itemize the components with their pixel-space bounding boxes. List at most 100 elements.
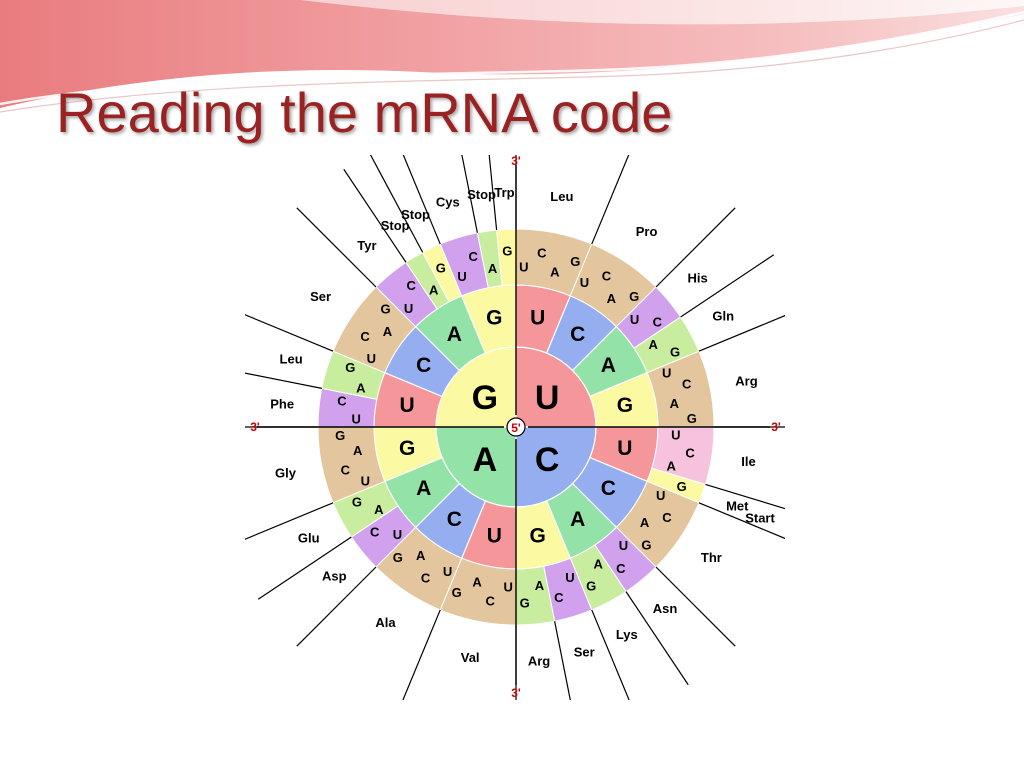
amino-acid-divider	[245, 314, 334, 352]
third-base-letter: C	[341, 462, 351, 477]
third-base-letter: C	[602, 269, 612, 284]
center-marker	[506, 417, 526, 437]
amino-acid-label: Stop	[467, 187, 496, 202]
third-base-letter: G	[345, 360, 355, 375]
third-base-letter: C	[616, 561, 626, 576]
amino-acid-label: Thr	[701, 550, 722, 565]
amino-acid-divider	[698, 502, 785, 540]
amino-acid-label: Lys	[616, 627, 638, 642]
third-base-letter: A	[472, 575, 482, 590]
amino-acid-label: Pro	[636, 224, 658, 239]
amino-acid-label: Met	[726, 499, 749, 514]
amino-acid-label: Trp	[494, 185, 514, 200]
amino-acid-divider	[245, 502, 334, 540]
three-prime-end-label: 3'	[771, 420, 781, 434]
amino-acid-divider	[369, 155, 424, 253]
third-base-letter: C	[554, 590, 564, 605]
amino-acid-label: Ala	[375, 615, 396, 630]
third-base-letter: A	[607, 291, 617, 306]
third-base-letter: A	[383, 324, 393, 339]
third-base-letter: U	[671, 427, 680, 442]
amino-acid-divider	[655, 566, 736, 647]
amino-acid-label: Phe	[270, 396, 294, 411]
three-prime-end-label: 3'	[250, 420, 260, 434]
third-base-letter: A	[416, 548, 426, 563]
second-base-letter: A	[601, 354, 616, 377]
amino-acid-label: His	[688, 270, 708, 285]
third-base-letter: C	[537, 245, 547, 260]
third-base-letter: A	[594, 557, 604, 572]
third-base-letter: U	[662, 366, 671, 381]
second-base-letter: U	[400, 394, 415, 417]
third-base-letter: U	[367, 351, 376, 366]
third-base-letter: U	[580, 275, 589, 290]
third-base-letter: A	[667, 458, 677, 473]
third-base-letter: U	[619, 538, 628, 553]
amino-acid-divider	[402, 609, 441, 700]
amino-acid-label: Glu	[298, 530, 320, 545]
amino-acid-label: Cys	[436, 195, 460, 210]
third-base-letter: U	[393, 527, 402, 542]
third-base-letter: A	[550, 264, 560, 279]
third-base-letter: A	[649, 337, 659, 352]
slide-title: Reading the mRNA code	[56, 81, 673, 144]
third-base-letter: G	[677, 479, 687, 494]
second-base-letter: C	[416, 354, 431, 377]
amino-acid-divider	[245, 372, 322, 389]
amino-acid-label: Tyr	[357, 238, 376, 253]
third-base-letter: U	[565, 570, 574, 585]
third-base-letter: U	[361, 473, 370, 488]
amino-acid-label: Val	[461, 650, 480, 665]
third-base-letter: G	[452, 585, 462, 600]
amino-acid-label: Ser	[574, 644, 595, 659]
third-base-letter: C	[370, 524, 380, 539]
amino-acid-divider	[461, 155, 478, 233]
third-base-letter: G	[393, 550, 403, 565]
amino-acid-divider	[296, 566, 377, 647]
amino-acid-label: Ser	[310, 289, 331, 304]
amino-acid-divider	[705, 483, 785, 510]
third-base-letter: C	[662, 510, 672, 525]
third-base-letter: G	[520, 595, 530, 610]
amino-acid-label: Asn	[653, 601, 678, 616]
third-base-letter: U	[519, 260, 528, 275]
first-base-letter: U	[535, 379, 560, 417]
amino-acid-divider	[296, 207, 377, 288]
amino-acid-divider	[257, 536, 352, 600]
amino-acid-label: Arg	[528, 653, 550, 668]
amino-acid-divider	[591, 609, 630, 700]
third-base-letter: G	[670, 344, 680, 359]
second-base-letter: C	[601, 477, 616, 500]
third-base-letter: U	[457, 269, 466, 284]
amino-acid-divider	[698, 314, 785, 352]
third-base-letter: U	[443, 564, 452, 579]
amino-acid-label: Leu	[280, 351, 303, 366]
third-base-letter: C	[406, 278, 416, 293]
second-base-letter: A	[416, 477, 431, 500]
amino-acid-label: Asp	[322, 569, 347, 584]
third-base-letter: A	[670, 396, 680, 411]
first-base-letter: G	[472, 379, 498, 417]
amino-acid-divider	[680, 254, 775, 318]
second-base-letter: A	[447, 323, 462, 346]
amino-acid-divider	[591, 155, 630, 245]
first-base-letter: A	[473, 441, 498, 479]
header-swoosh-decoration	[0, 0, 1024, 113]
second-base-letter: G	[486, 307, 502, 330]
amino-acid-label: Gly	[275, 465, 297, 480]
third-base-letter: A	[429, 282, 439, 297]
second-base-letter: C	[447, 508, 462, 531]
second-base-letter: A	[570, 508, 585, 531]
third-base-letter: G	[629, 289, 639, 304]
third-base-letter: A	[374, 502, 384, 517]
third-base-letter: U	[503, 579, 512, 594]
third-base-letter: U	[404, 301, 413, 316]
third-base-letter: C	[682, 377, 692, 392]
third-base-letter: A	[488, 261, 498, 276]
third-base-letter: A	[640, 515, 650, 530]
second-base-letter: U	[530, 307, 545, 330]
amino-acid-label: Stop	[381, 218, 410, 233]
amino-acid-divider	[554, 621, 571, 700]
third-base-letter: G	[335, 428, 345, 443]
